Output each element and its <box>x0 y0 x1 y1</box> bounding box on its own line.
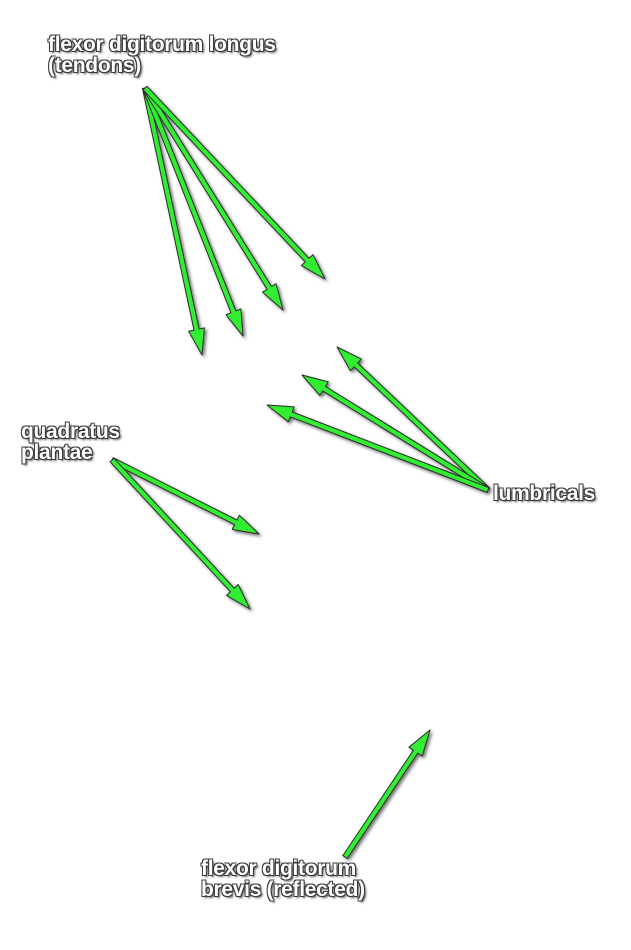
label-flexor-digitorum-brevis-line2: brevis (reflected) <box>201 878 365 901</box>
label-quadratus-plantae-line2: plantae <box>21 441 93 464</box>
label-flexor-digitorum-brevis-line1: flexor digitorum <box>201 857 357 880</box>
arrow-lumbricals-2 <box>301 374 490 493</box>
arrow-flexor-digitorum-brevis <box>342 729 431 859</box>
arrow-flexor-digitorum-longus-1 <box>142 87 205 356</box>
label-lumbricals-line1: lumbricals <box>493 482 596 505</box>
arrow-flexor-digitorum-longus-3 <box>142 86 284 311</box>
arrow-lumbricals-1 <box>336 346 491 493</box>
label-flexor-digitorum-brevis: flexor digitorum brevis (reflected) <box>201 858 365 900</box>
label-flexor-digitorum-longus-line2: (tendons) <box>48 54 141 77</box>
label-flexor-digitorum-longus: flexor digitorum longus (tendons) <box>48 34 276 76</box>
label-flexor-digitorum-longus-line1: flexor digitorum longus <box>48 33 276 56</box>
label-quadratus-plantae: quadratus plantae <box>21 421 120 463</box>
arrow-quadratus-plantae-1 <box>110 457 260 535</box>
arrow-lumbricals-3 <box>266 404 490 493</box>
arrow-flexor-digitorum-longus-4 <box>142 85 326 280</box>
label-quadratus-plantae-line1: quadratus <box>21 420 120 443</box>
arrow-flexor-digitorum-longus-2 <box>142 86 244 337</box>
arrow-quadratus-plantae-2 <box>109 457 251 610</box>
label-lumbricals: lumbricals <box>493 483 595 504</box>
